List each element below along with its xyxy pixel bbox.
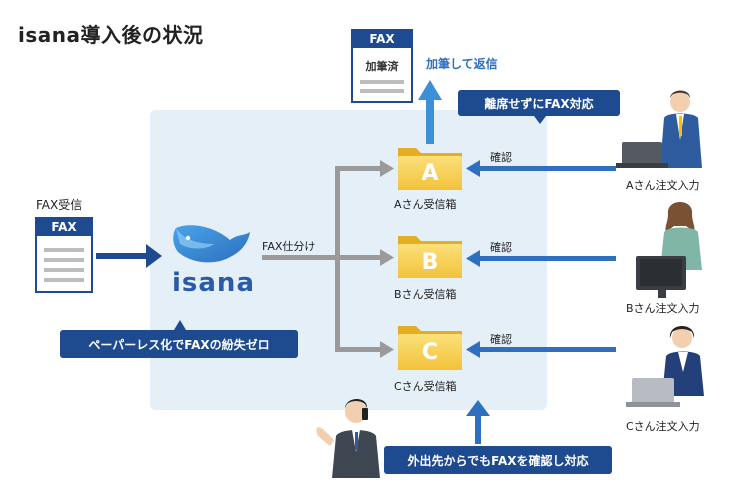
person-a-label: Aさん注文入力 — [626, 179, 700, 192]
folder-b-icon — [398, 236, 462, 278]
folder-c-label: Cさん受信箱 — [394, 380, 457, 393]
person-b-icon — [636, 202, 702, 298]
fax-in-doc-header: FAX — [51, 220, 77, 234]
folder-b-letter: B — [421, 250, 439, 275]
page-title: isana導入後の状況 — [18, 23, 204, 47]
fax-out-stamp: 加筆済 — [365, 60, 399, 73]
confirm-b-label: 確認 — [490, 241, 512, 254]
folder-b-label: Bさん受信箱 — [394, 288, 457, 301]
callout-paperless-tail — [174, 320, 186, 330]
fax-out-document — [351, 29, 413, 103]
reply-up-arrow — [418, 80, 442, 144]
route-label: FAX仕分け — [262, 240, 316, 253]
person-c-label: Cさん注文入力 — [626, 420, 700, 433]
routing-arrows — [262, 160, 394, 358]
callout-mobile: 外出先からでもFAXを確認し対応 — [384, 446, 612, 474]
folder-c-icon — [398, 326, 462, 370]
confirm-c-label: 確認 — [490, 333, 512, 346]
fax-in-arrow — [96, 244, 162, 268]
person-c-icon — [626, 326, 704, 407]
mobile-man-icon — [316, 399, 380, 478]
isana-logo — [173, 225, 250, 263]
folder-c-letter: C — [421, 340, 439, 365]
mobile-up-arrow — [466, 400, 490, 444]
callout-away: 離席せずにFAX対応 — [458, 90, 620, 116]
isana-brand: isana — [172, 268, 255, 298]
folder-a-label: Aさん受信箱 — [394, 198, 457, 211]
fax-in-label: FAX受信 — [36, 198, 83, 212]
callout-paperless: ペーパーレス化でFAXの紛失ゼロ — [60, 330, 298, 358]
person-b-label: Bさん注文入力 — [626, 302, 700, 315]
reply-label: 加筆して返信 — [426, 57, 498, 71]
person-a-icon — [616, 90, 702, 168]
folder-a-icon — [398, 148, 462, 190]
fax-out-doc-header: FAX — [369, 32, 395, 46]
fax-in-document — [35, 217, 93, 293]
folder-a-letter: A — [421, 161, 439, 186]
confirm-arrows — [466, 160, 616, 358]
confirm-a-label: 確認 — [490, 151, 512, 164]
callout-away-tail — [534, 116, 546, 124]
